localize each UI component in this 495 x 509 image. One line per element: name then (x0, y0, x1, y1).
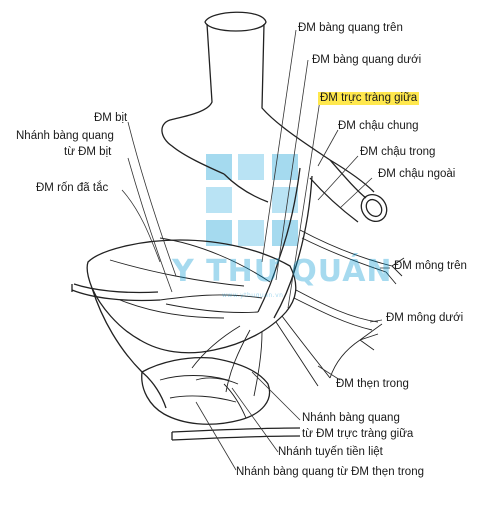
label-superior-vesical: ĐM bàng quang trên (298, 22, 403, 35)
label-inferior-vesical: ĐM bàng quang dưới (312, 54, 421, 67)
label-inferior-gluteal: ĐM mông dưới (386, 312, 463, 325)
label-superior-gluteal: ĐM mông trên (394, 260, 467, 273)
prostate-region (142, 358, 300, 440)
umbilical-artery (72, 284, 160, 301)
watermark-text: Y THƯ QUÁN (172, 254, 393, 289)
label-obturator-vesical-branch-2: từ ĐM bịt (64, 146, 111, 159)
label-internal-iliac: ĐM chậu trong (360, 146, 435, 159)
label-external-iliac: ĐM chậu ngoài (378, 168, 455, 181)
label-obturator: ĐM bịt (94, 112, 127, 125)
label-pudendal-vesical-branch: Nhánh bàng quang từ ĐM thẹn trong (236, 466, 424, 479)
label-internal-pudendal: ĐM thẹn trong (336, 378, 409, 391)
watermark-url: www.ythuquan.vn (222, 292, 283, 299)
watermark-logo (206, 154, 298, 246)
label-prostatic-branch: Nhánh tuyến tiền liệt (278, 446, 383, 459)
label-rectal-vesical-branch-1: Nhánh bàng quang (302, 412, 400, 425)
label-umbilical: ĐM rốn đã tắc (36, 182, 108, 195)
label-common-iliac: ĐM chậu chung (338, 120, 419, 133)
label-rectal-vesical-branch-2: từ ĐM trực tràng giữa (302, 428, 413, 441)
label-middle-rectal: ĐM trực tràng giữa (318, 92, 419, 105)
label-obturator-vesical-branch-1: Nhánh bàng quang (16, 130, 114, 143)
